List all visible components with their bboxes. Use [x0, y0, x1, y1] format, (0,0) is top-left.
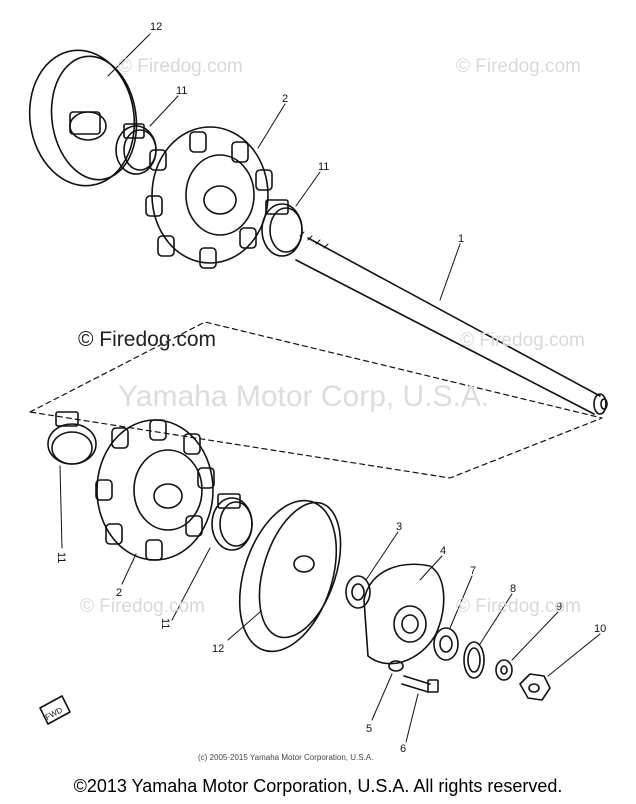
label-3: 3	[396, 521, 402, 533]
housing	[363, 563, 445, 665]
label-2-top: 2	[282, 93, 288, 105]
label-12-bottom: 12	[212, 643, 224, 655]
bolt	[401, 675, 439, 693]
sprocket-top	[145, 126, 273, 269]
label-11-bottom: 11	[159, 618, 171, 629]
bearing	[345, 575, 371, 609]
lock-washer	[388, 660, 404, 672]
label-1-shaft: 1	[458, 233, 464, 245]
footer-copyright: ©2013 Yamaha Motor Corporation, U.S.A. A…	[73, 776, 563, 796]
fwd-arrow-icon	[39, 695, 71, 725]
label-9: 9	[556, 601, 562, 613]
watermark-low-left: © Firedog.com	[80, 596, 205, 617]
shaft	[295, 231, 608, 415]
watermark-top-right: © Firedog.com	[456, 56, 581, 77]
label-11-top-right: 11	[318, 161, 329, 173]
sprocket-bottom	[95, 419, 215, 561]
label-11-top-left: 11	[176, 85, 187, 97]
label-2-bottom: 2	[116, 587, 122, 599]
label-10: 10	[594, 623, 606, 635]
wheel-bottom	[238, 499, 342, 653]
nut	[519, 673, 551, 701]
label-5: 5	[366, 723, 372, 735]
washer	[495, 659, 513, 681]
clamp-left	[47, 411, 97, 465]
watermark-mid-right: © Firedog.com	[460, 330, 585, 351]
ring	[463, 641, 485, 679]
clamp-top-right	[261, 199, 303, 257]
label-8: 8	[510, 583, 516, 595]
label-12-top: 12	[150, 21, 162, 33]
label-4: 4	[440, 545, 446, 557]
clamp-bottom	[211, 493, 253, 551]
dashed-frame	[29, 321, 603, 479]
seal	[433, 627, 459, 661]
label-7: 7	[470, 565, 476, 577]
label-6: 6	[400, 743, 406, 755]
watermark-mid-left: © Firedog.com	[78, 328, 217, 351]
leader-lines	[59, 33, 601, 743]
small-copyright: (c) 2005-2015 Yamaha Motor Corporation, …	[198, 753, 374, 762]
watermark-low-right: © Firedog.com	[456, 596, 581, 617]
label-11-left: 11	[55, 552, 67, 563]
fwd-label: FWD	[44, 705, 65, 722]
wheel-top	[28, 49, 138, 187]
watermark-top-left: © Firedog.com	[118, 56, 243, 77]
watermark-corp: Yamaha Motor Corp, U.S.A.	[118, 380, 490, 413]
